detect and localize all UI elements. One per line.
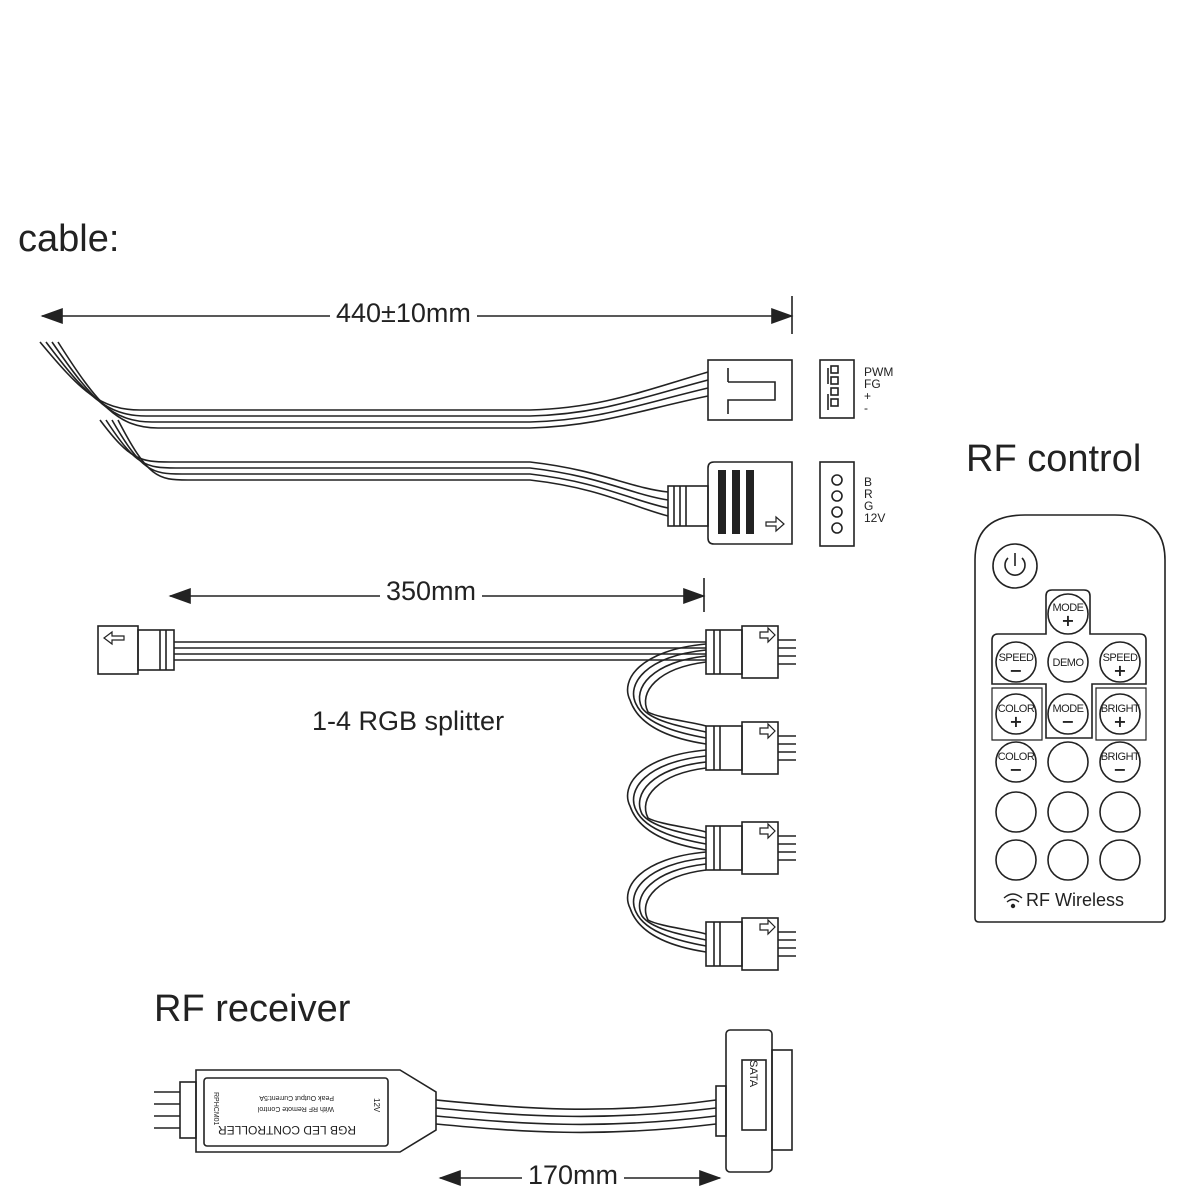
blank-button[interactable] (1047, 839, 1089, 881)
receiver-length-label: 170mm (522, 1160, 625, 1191)
splitter-output-1 (705, 625, 796, 679)
plus-icon: + (1113, 712, 1127, 731)
blank-button[interactable] (1099, 839, 1141, 881)
cable-title: cable: (18, 218, 120, 260)
splitter-trunk-wires (174, 641, 706, 661)
speed-minus-label: SPEED (998, 652, 1034, 664)
rf-receiver-pins (154, 1081, 197, 1139)
rgb-pin-label: B (864, 475, 873, 489)
rf-receiver-title: RF receiver (154, 988, 351, 1030)
wireless-icon (1003, 893, 1023, 909)
speed-plus-button[interactable] (1099, 641, 1141, 683)
remote-body (974, 514, 1166, 923)
plus-icon: + (1113, 661, 1127, 680)
mode-plus-button[interactable] (1047, 593, 1089, 635)
mode-plus-label: MODE (1052, 602, 1085, 614)
rgb-pin-label: 12V (864, 511, 886, 525)
rf-receiver-cable (435, 1099, 717, 1134)
plus-icon: + (1009, 712, 1023, 731)
color-plus-button[interactable] (995, 693, 1037, 735)
splitter-output-4 (705, 917, 796, 971)
power-button[interactable] (992, 543, 1038, 589)
rgb-pin-label: G (864, 499, 874, 513)
splitter-label: 1-4 RGB splitter (312, 706, 505, 736)
bright-plus-button[interactable] (1099, 693, 1141, 735)
demo-label: DEMO (1052, 657, 1085, 669)
splitter-input-connector (97, 625, 175, 675)
pwm-pinout (819, 359, 855, 419)
splitter-output-3 (705, 821, 796, 875)
blank-button[interactable] (995, 791, 1037, 833)
color-minus-label: COLOR (997, 751, 1035, 763)
blank-button[interactable] (1047, 791, 1089, 833)
bright-minus-button[interactable] (1099, 741, 1141, 783)
mode-minus-label: MODE (1052, 703, 1085, 715)
receiver-controller-name: RGB LED CONTROLLER (218, 1123, 356, 1137)
remote-footer: RF Wireless (1026, 890, 1124, 910)
receiver-line2: With RF Remote Control (257, 1105, 334, 1112)
minus-icon: − (1009, 661, 1023, 680)
pwm-pin-label: FG (864, 377, 881, 391)
splitter-output-2 (705, 721, 796, 775)
pwm-connector (707, 359, 793, 421)
rf-control-title: RF control (966, 438, 1142, 480)
mode-minus-button[interactable] (1047, 693, 1089, 735)
pwm-cable-wires (39, 341, 709, 429)
receiver-line1: Peak Output Current:5A (259, 1094, 334, 1101)
bright-minus-label: BRIGHT (1100, 751, 1140, 763)
cable-length-label: 440±10mm (330, 298, 477, 329)
plus-icon: + (1061, 611, 1075, 630)
color-plus-label: COLOR (997, 703, 1035, 715)
rf-receiver-body (195, 1069, 437, 1153)
receiver-label: RGB LED CONTROLLER Peak Output Current:5… (218, 1094, 356, 1137)
pwm-pin-label: - (864, 401, 868, 415)
sata-label: SATA (747, 1060, 759, 1088)
color-minus-button[interactable] (995, 741, 1037, 783)
pwm-pin-label: PWM (864, 365, 894, 379)
blank-button[interactable] (995, 839, 1037, 881)
blank-button[interactable] (1047, 741, 1089, 783)
speed-minus-button[interactable] (995, 641, 1037, 683)
bright-plus-label: BRIGHT (1100, 703, 1140, 715)
receiver-voltage: 12V (372, 1098, 381, 1113)
blank-button[interactable] (1099, 791, 1141, 833)
rgb-pinout (819, 461, 855, 547)
rgb-pin-label: R (864, 487, 873, 501)
sata-connector (715, 1029, 793, 1173)
demo-button[interactable] (1047, 641, 1089, 683)
speed-plus-label: SPEED (1102, 652, 1138, 664)
rgb-cable-wires (99, 419, 669, 517)
minus-icon: − (1061, 712, 1075, 731)
minus-icon: − (1009, 760, 1023, 779)
minus-icon: − (1113, 760, 1127, 779)
receiver-model: RPHCM01 (212, 1092, 219, 1126)
pwm-pin-label: + (864, 389, 872, 403)
splitter-length-label: 350mm (380, 576, 483, 607)
rgb-connector (667, 461, 793, 545)
splitter-branch-wires (626, 643, 707, 953)
